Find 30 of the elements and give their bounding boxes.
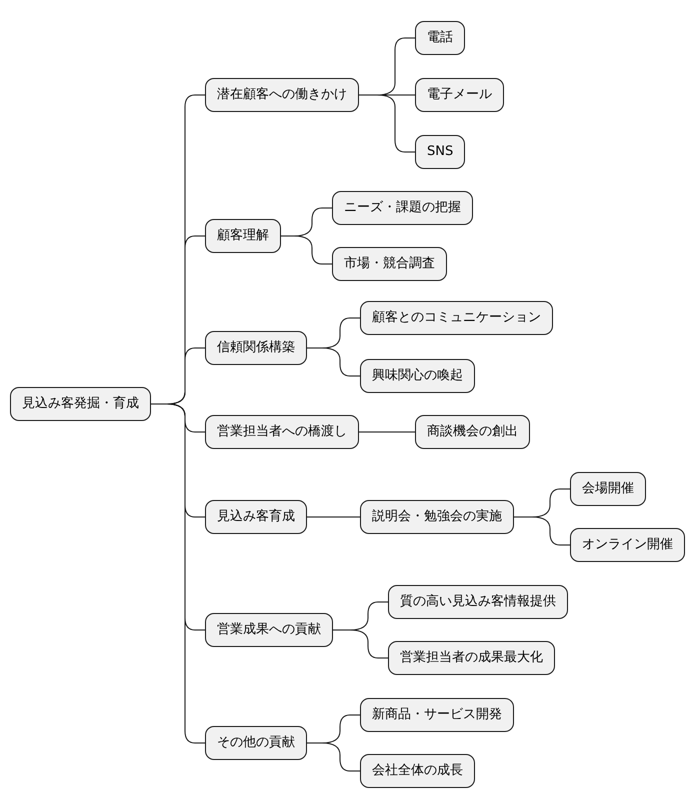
topic-box: 営業成果への貢献 [205, 613, 333, 647]
connector-line [306, 348, 360, 376]
topic-box: オンライン開催 [570, 528, 685, 562]
topic-box: 電話 [415, 21, 465, 55]
connector-line [332, 630, 388, 658]
topic-box: 商談機会の創出 [415, 415, 530, 449]
topic-box: 会場開催 [570, 472, 646, 506]
connector-line [514, 516, 570, 546]
connector-line [306, 742, 360, 772]
topic-box: 顧客理解 [205, 219, 281, 253]
topic-box: SNS [415, 135, 466, 169]
topic-box: 営業担当者の成果最大化 [388, 641, 555, 675]
connector-line [358, 94, 416, 152]
topic-box: 顧客とのコミュニケーション [360, 301, 553, 335]
topic-box: ニーズ・課題の把握 [332, 191, 473, 225]
topic-box: 会社全体の成長 [360, 754, 475, 788]
topic-box: その他の貢献 [205, 726, 307, 760]
topic-box: 電子メール [415, 78, 504, 112]
topic-box: 潜在顧客への働きかけ [205, 78, 359, 112]
topic-box: 営業担当者への橋渡し [205, 415, 359, 449]
connector-line [280, 236, 332, 264]
topic-box: 見込み客発掘・育成 [10, 387, 151, 421]
topic-box: 説明会・勉強会の実施 [360, 500, 514, 534]
topic-box: 信頼関係構築 [205, 331, 307, 365]
topic-box: 新商品・サービス開発 [360, 698, 514, 732]
topic-box: 市場・競合調査 [332, 247, 447, 281]
connector-line [306, 516, 360, 518]
topic-box: 興味関心の喚起 [360, 359, 475, 393]
topic-box: 質の高い見込み客情報提供 [388, 585, 568, 619]
topic-box: 見込み客育成 [205, 500, 307, 534]
